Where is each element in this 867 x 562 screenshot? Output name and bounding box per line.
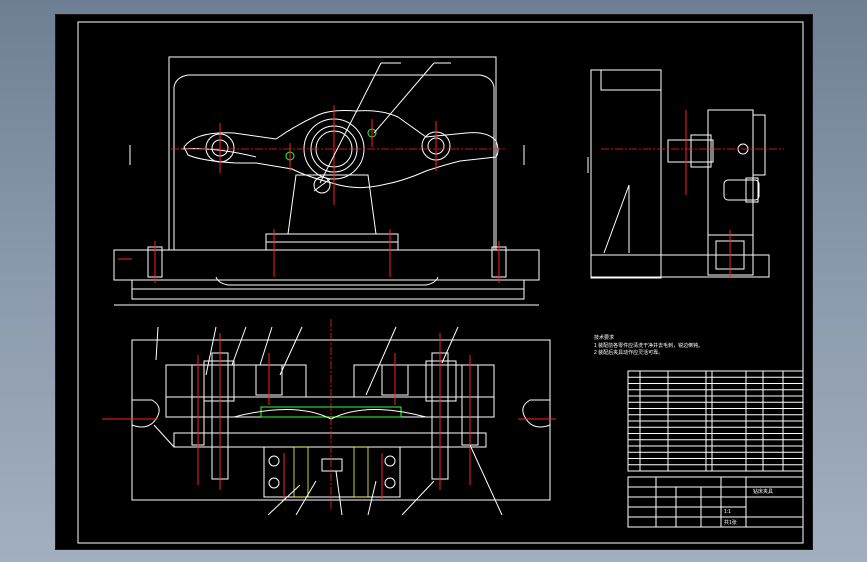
plan-view xyxy=(102,319,556,516)
title-block-sheet: 共1张 xyxy=(724,519,737,526)
title-block-name: 钻床夹具 xyxy=(753,488,773,495)
title-block-scale: 1:1 xyxy=(724,509,731,515)
notes-line-2: 2 装配后夹具动作应灵活可靠。 xyxy=(594,349,663,356)
notes-line-1: 1 装配前各零件应清洗干净并去毛刺，锐边倒钝。 xyxy=(594,342,703,349)
parts-list xyxy=(627,370,804,472)
front-view xyxy=(113,56,540,306)
title-block: 钻床夹具 1:1 共1张 xyxy=(627,476,804,528)
drawing-sheet: 技术要求 1 装配前各零件应清洗干净并去毛刺，锐边倒钝。 2 装配后夹具动作应灵… xyxy=(77,21,804,544)
cad-viewport[interactable]: 技术要求 1 装配前各零件应清洗干净并去毛刺，锐边倒钝。 2 装配后夹具动作应灵… xyxy=(55,14,813,550)
drawing-border xyxy=(77,21,804,544)
technical-notes: 技术要求 1 装配前各零件应清洗干净并去毛刺，锐边倒钝。 2 装配后夹具动作应灵… xyxy=(594,334,703,356)
side-view xyxy=(587,69,784,279)
notes-title: 技术要求 xyxy=(594,334,614,341)
